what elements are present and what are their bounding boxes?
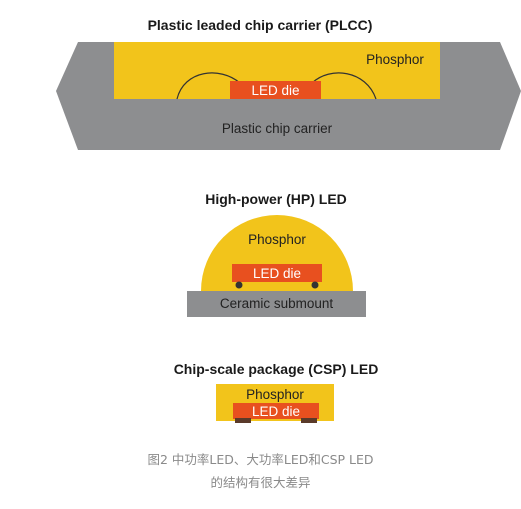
- hp-contact-left: [235, 281, 243, 289]
- plcc-title: Plastic leaded chip carrier (PLCC): [148, 17, 373, 33]
- plcc-led-die: [230, 81, 321, 99]
- ceramic-submount: [187, 291, 366, 317]
- hp-contact-right: [311, 281, 319, 289]
- plcc-carrier-label: Plastic chip carrier: [222, 121, 333, 136]
- hp-led-die: [232, 264, 322, 282]
- csp-contact-left: [235, 418, 251, 423]
- plcc-bond-wire-right: [311, 72, 377, 100]
- hp-die-label: LED die: [253, 266, 301, 281]
- csp-section: Chip-scale package (CSP) LED Phosphor LE…: [174, 361, 379, 423]
- hp-title: High-power (HP) LED: [205, 191, 347, 207]
- plcc-die-label: LED die: [251, 83, 299, 98]
- hp-section: High-power (HP) LED LED die Phosphor Cer…: [187, 191, 366, 317]
- figure-caption-line-1: 图2 中功率LED、大功率LED和CSP LED: [147, 452, 374, 467]
- csp-die-label: LED die: [252, 404, 300, 419]
- plcc-section: Plastic leaded chip carrier (PLCC) LED d…: [56, 17, 521, 150]
- hp-phosphor-label: Phosphor: [248, 232, 306, 247]
- csp-phosphor-label: Phosphor: [246, 387, 304, 402]
- plcc-phosphor-label: Phosphor: [366, 52, 424, 67]
- hp-submount-label: Ceramic submount: [220, 296, 334, 311]
- csp-contact-right: [301, 418, 317, 423]
- csp-led-die: [233, 403, 319, 419]
- plcc-bond-wire-left: [176, 72, 241, 100]
- figure-caption-line-2: 的结构有很大差异: [210, 475, 311, 490]
- csp-title: Chip-scale package (CSP) LED: [174, 361, 379, 377]
